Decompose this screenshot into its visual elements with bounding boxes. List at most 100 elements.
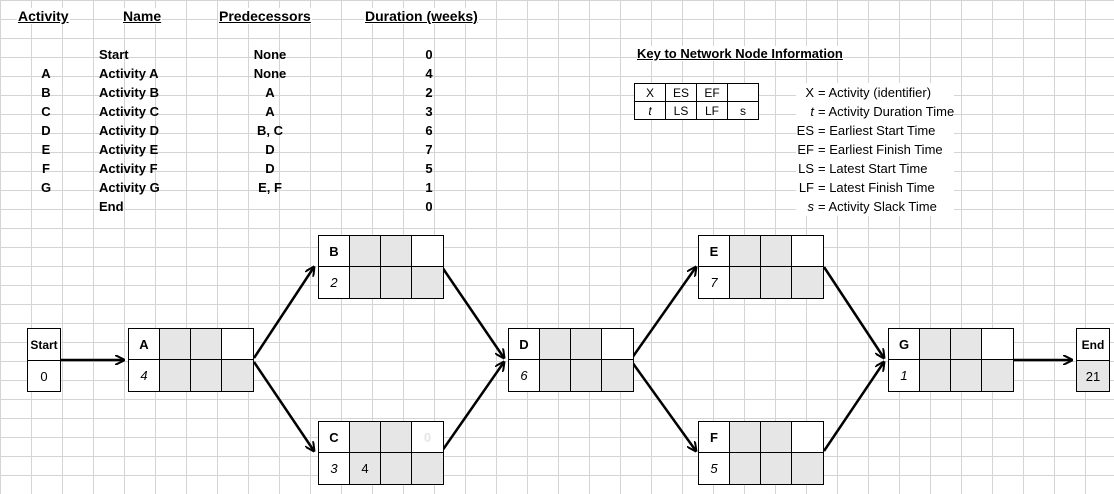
header-name: Name <box>122 8 163 24</box>
node-b-slack <box>412 267 443 298</box>
arrow-e-g <box>822 266 884 358</box>
key-legend: X = Activity (identifier) t= Activity Dura… <box>796 83 955 216</box>
legend-text: = Activity Duration Time <box>818 104 955 119</box>
table-cell-activity: A <box>41 66 51 81</box>
table-cell-name: Activity B <box>99 85 159 100</box>
legend-row: s= Activity Slack Time <box>796 197 954 216</box>
node-c-es <box>350 422 381 453</box>
legend-text: = Earliest Start Time <box>818 123 936 138</box>
node-g-es <box>920 329 951 360</box>
table-cell-duration: 2 <box>425 85 433 100</box>
node-e-ls <box>730 267 761 298</box>
table-cell-duration: 5 <box>425 161 433 176</box>
table-cell-predecessors: D <box>265 142 275 157</box>
node-c-lf <box>381 453 412 484</box>
node-a-slack <box>222 360 253 391</box>
node-g-ef <box>951 329 982 360</box>
node-end-value: 21 <box>1077 361 1109 391</box>
legend-symbol: LS <box>798 161 814 176</box>
node-e: E 7 <box>698 235 824 299</box>
header-duration: Duration (weeks) <box>364 8 479 24</box>
table-cell-duration: 0 <box>425 199 433 214</box>
table-cell-activity: D <box>41 123 51 138</box>
arrow-a-c <box>252 361 314 451</box>
table-cell-name: Activity G <box>99 180 160 195</box>
legend-symbol: EF <box>797 142 814 157</box>
node-a-lf <box>191 360 222 391</box>
arrow-a-b <box>252 267 314 359</box>
node-g-duration: 1 <box>889 360 920 391</box>
node-start-label: Start <box>28 329 60 361</box>
key-title: Key to Network Node Information <box>637 46 843 61</box>
table-cell-duration: 7 <box>425 142 433 157</box>
node-c-label: C <box>319 422 350 453</box>
arrow-b-d <box>440 266 504 358</box>
node-c: C 0 3 4 <box>318 421 444 485</box>
node-d-label: D <box>509 329 540 360</box>
table-cell-activity: B <box>41 85 51 100</box>
table-cell-activity: E <box>41 142 51 157</box>
node-end: End 21 <box>1076 328 1110 392</box>
node-e-ef <box>761 236 792 267</box>
node-g-slack <box>982 360 1013 391</box>
header-predecessors: Predecessors <box>218 8 312 24</box>
arrow-c-d <box>440 362 504 452</box>
key-cell-ef: EF <box>696 83 728 102</box>
node-b-label: B <box>319 236 350 267</box>
legend-symbol: ES <box>796 123 814 138</box>
table-cell-name: Activity A <box>99 66 159 81</box>
node-d-duration: 6 <box>509 360 540 391</box>
node-d-blank <box>602 329 633 360</box>
node-e-blank <box>792 236 823 267</box>
node-b-duration: 2 <box>319 267 350 298</box>
legend-row: ES = Earliest Start Time <box>796 121 954 140</box>
legend-row: EF= Earliest Finish Time <box>796 140 954 159</box>
node-a: A 4 <box>128 328 254 392</box>
node-f-ef <box>761 422 792 453</box>
table-cell-name: Start <box>99 47 129 62</box>
node-b-es <box>350 236 381 267</box>
node-a-blank <box>222 329 253 360</box>
node-f-es <box>730 422 761 453</box>
table-cell-activity: G <box>40 180 52 195</box>
table-cell-predecessors: B, C <box>257 123 283 138</box>
node-a-ef <box>191 329 222 360</box>
node-g: G 1 <box>888 328 1014 392</box>
node-start: Start 0 <box>27 328 61 392</box>
node-a-ls <box>160 360 191 391</box>
node-f-duration: 5 <box>699 453 730 484</box>
node-d-ls <box>540 360 571 391</box>
table-cell-duration: 4 <box>425 66 433 81</box>
table-cell-duration: 1 <box>425 180 433 195</box>
table-cell-predecessors: None <box>253 47 287 62</box>
node-d: D 6 <box>508 328 634 392</box>
table-cell-predecessors: D <box>265 161 275 176</box>
node-start-value: 0 <box>40 368 48 384</box>
node-c-blank: 0 <box>412 422 443 453</box>
key-cell-s: s <box>727 101 759 120</box>
legend-row: t= Activity Duration Time <box>796 102 954 121</box>
legend-text: = Activity (identifier) <box>818 85 932 100</box>
node-g-blank <box>982 329 1013 360</box>
table-cell-name: Activity C <box>99 104 159 119</box>
node-f-slack <box>792 453 823 484</box>
node-d-lf <box>571 360 602 391</box>
node-d-slack <box>602 360 633 391</box>
node-e-lf <box>761 267 792 298</box>
node-b: B 2 <box>318 235 444 299</box>
node-g-ls <box>920 360 951 391</box>
legend-text: = Activity Slack Time <box>818 199 937 214</box>
legend-symbol: X <box>805 85 814 100</box>
table-cell-activity: F <box>42 161 50 176</box>
node-f-lf <box>761 453 792 484</box>
table-cell-predecessors: A <box>265 85 275 100</box>
node-a-label: A <box>129 329 160 360</box>
node-c-ef <box>381 422 412 453</box>
table-cell-duration: 0 <box>425 47 433 62</box>
node-b-ls <box>350 267 381 298</box>
arrow-d-f <box>630 361 696 451</box>
table-cell-name: Activity D <box>99 123 159 138</box>
header-activity: Activity <box>17 8 70 24</box>
node-b-ef <box>381 236 412 267</box>
